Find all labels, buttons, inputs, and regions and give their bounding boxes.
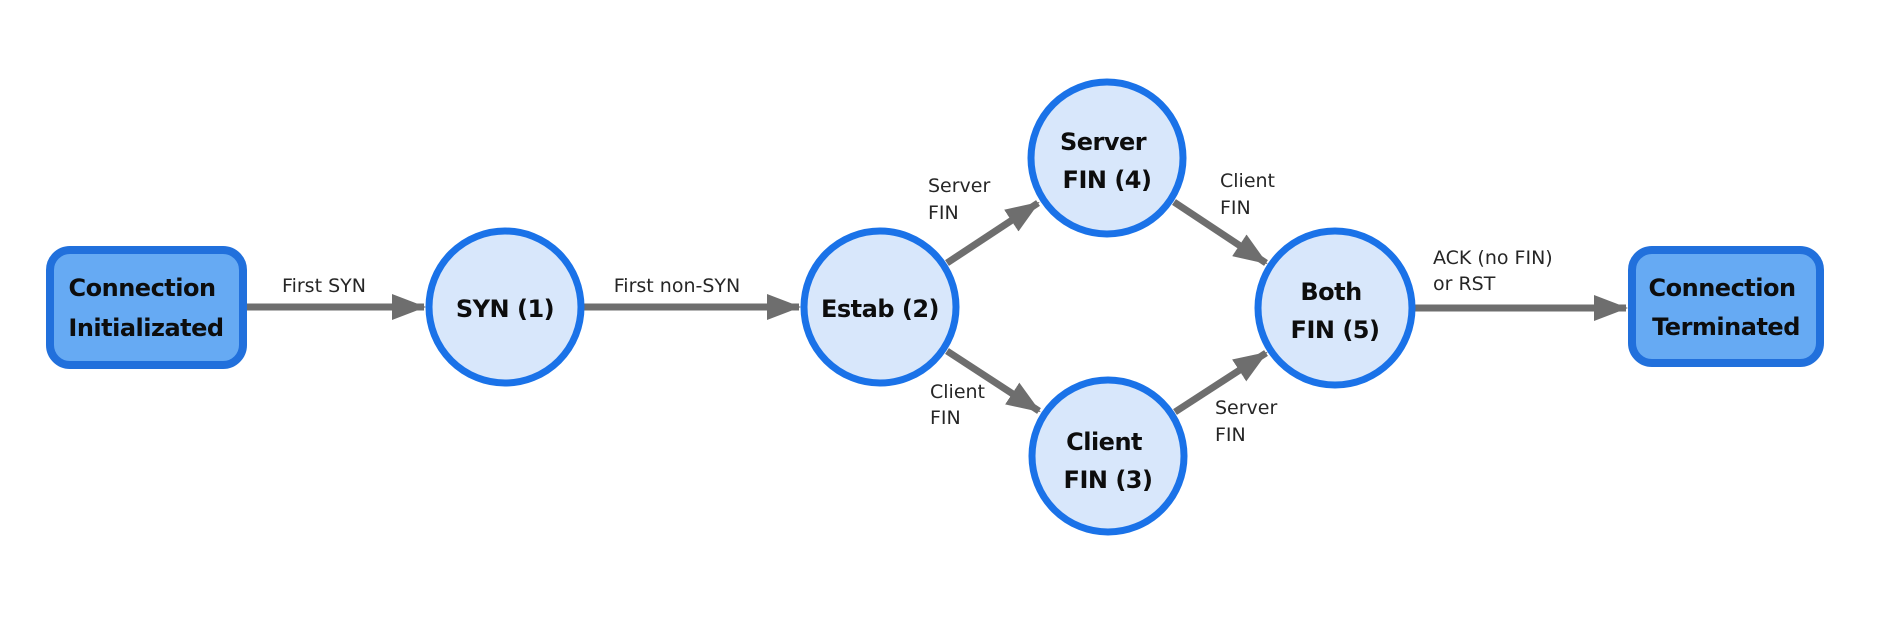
- node-server-fin-4: Server FIN (4): [1027, 78, 1187, 238]
- edge-estab-to-server-fin-label: Server FIN: [928, 175, 996, 224]
- connection-initialized-box: [46, 246, 247, 369]
- edge-client-fin-to-both-fin-label: Server FIN: [1215, 397, 1283, 446]
- server-fin-4-label: Server FIN (4): [1060, 128, 1154, 194]
- node-both-fin-5: Both FIN (5): [1254, 227, 1416, 389]
- edge-client-fin-to-both-fin-line: [1173, 350, 1268, 415]
- edge-first-syn-label: First SYN: [282, 275, 366, 297]
- edge-estab-to-client-fin-label: Client FIN: [930, 381, 991, 429]
- node-client-fin-3: Client FIN (3): [1028, 376, 1188, 536]
- connection-terminated-label: Connection Terminated: [1649, 274, 1804, 341]
- syn-1-circle: [425, 227, 585, 387]
- node-syn-1: SYN (1): [425, 227, 585, 387]
- edge-estab-to-client-fin: Client FIN: [930, 348, 1041, 429]
- edge-estab-to-server-fin-line: [945, 200, 1040, 266]
- edge-first-non-syn-label: First non-SYN: [614, 275, 740, 297]
- estab-2-circle: [800, 227, 960, 387]
- connection-initialized-label: Connection Initializated: [68, 274, 223, 342]
- edge-both-fin-to-end: ACK (no FIN) or RST: [1412, 247, 1628, 321]
- syn-1-label: SYN (1): [456, 295, 554, 323]
- edge-estab-to-client-fin-line: [945, 348, 1041, 414]
- client-fin-3-circle: [1028, 376, 1188, 536]
- estab-2-label: Estab (2): [821, 295, 939, 323]
- client-fin-3-label: Client FIN (3): [1064, 428, 1153, 494]
- server-fin-4-circle: [1027, 78, 1187, 238]
- edge-client-fin-to-both-fin: Server FIN: [1173, 350, 1283, 446]
- edge-both-fin-to-end-label: ACK (no FIN) or RST: [1433, 247, 1559, 295]
- node-estab-2: Estab (2): [800, 227, 960, 387]
- node-connection-initialized: Connection Initializated: [46, 246, 247, 369]
- edge-server-fin-to-both-fin-line: [1172, 199, 1268, 266]
- edge-server-fin-to-both-fin-label: Client FIN: [1220, 170, 1281, 219]
- both-fin-5-circle: [1254, 227, 1416, 389]
- edge-estab-to-server-fin: Server FIN: [928, 175, 1040, 266]
- both-fin-5-label: Both FIN (5): [1291, 278, 1380, 344]
- edge-server-fin-to-both-fin: Client FIN: [1172, 170, 1281, 266]
- connection-terminated-box: [1628, 246, 1824, 367]
- node-connection-terminated: Connection Terminated: [1628, 246, 1824, 367]
- edge-first-syn: First SYN: [243, 275, 426, 320]
- edge-first-non-syn: First non-SYN: [581, 275, 801, 320]
